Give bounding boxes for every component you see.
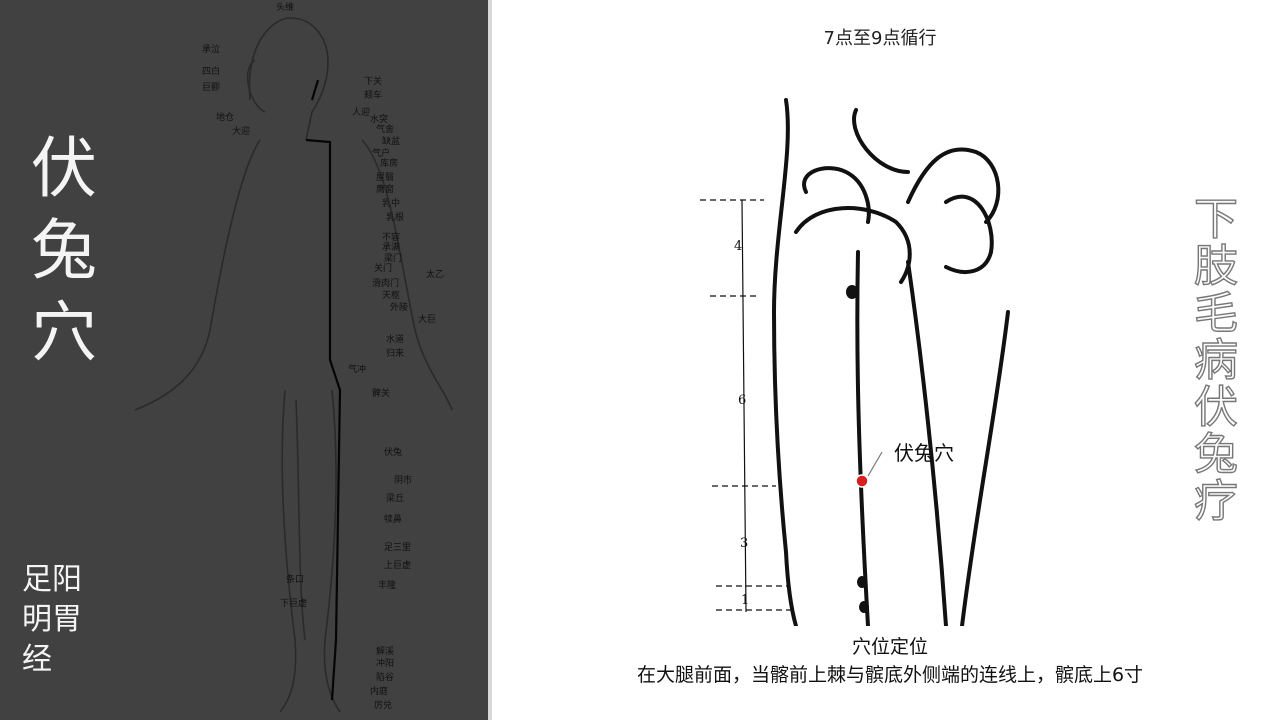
side-title-char: 兔	[1193, 429, 1238, 480]
figure-label: 承满	[382, 242, 400, 253]
figure-label: 头维	[276, 1, 294, 13]
figure-label: 内庭	[370, 685, 388, 697]
right-arm-outline	[361, 139, 453, 411]
bone-landmark	[846, 285, 858, 299]
figure-label: 归来	[386, 347, 404, 359]
figure-label: 水道	[386, 333, 404, 345]
figure-label: 气冲	[348, 363, 366, 375]
figure-label: 下巨虚	[280, 597, 307, 609]
panel-divider	[488, 0, 492, 720]
point-leader-line	[867, 451, 883, 477]
figure-label: 颊车	[364, 89, 382, 101]
meridian-body-figure: 头维 承泣 四白 巨髎 地仓 大迎 下关 颊车 人迎 水突 气舍 缺盆 气户 库…	[134, 1, 453, 713]
figure-label: 丰隆	[378, 579, 396, 591]
left-panel: 伏 兔 穴 足阳 明胃 经 头维 承泣 四白 巨髎 地仓	[0, 0, 490, 720]
face-outline	[246, 59, 266, 113]
ischium	[944, 194, 994, 274]
acupoint-title: 伏 兔 穴	[24, 128, 104, 374]
meridian-line: 足阳	[22, 562, 82, 597]
figure-label: 天枢	[382, 289, 400, 301]
figure-label: 乳中	[382, 197, 400, 209]
leg-bone-diagram: 4 6 3 1 伏兔穴	[700, 98, 1010, 626]
side-title-char: 下	[1193, 194, 1238, 245]
figure-label: 人迎	[352, 106, 370, 118]
bone-landmark	[859, 601, 869, 613]
inner-leg-outline	[295, 399, 306, 641]
figure-label: 气舍	[376, 123, 394, 135]
figure-label: 地仓	[216, 111, 234, 123]
figure-label: 足三里	[384, 542, 411, 553]
figure-label: 梁丘	[386, 492, 404, 504]
figure-label: 滑肉门	[372, 277, 399, 289]
figure-label: 犊鼻	[384, 513, 402, 525]
femoral-head	[802, 166, 871, 224]
side-title-char: 病	[1193, 335, 1238, 386]
figure-label: 冲阳	[376, 657, 394, 669]
title-char: 伏	[31, 130, 97, 207]
side-title-char: 疗	[1193, 476, 1238, 527]
title-char: 兔	[31, 212, 97, 289]
figure-label: 缺盆	[382, 135, 400, 147]
meridian-line	[305, 79, 342, 701]
scale-number: 1	[741, 593, 749, 608]
figure-label: 库房	[380, 157, 398, 169]
right-leg-outline	[323, 389, 341, 713]
side-title-char: 肢	[1193, 241, 1238, 292]
left-leg-outline	[279, 389, 297, 713]
figure-label: 巨髎	[202, 82, 220, 93]
figure-label: 伏兔	[384, 446, 402, 458]
figure-label: 陷谷	[376, 671, 394, 683]
thigh-outline-left	[771, 98, 798, 626]
left-arm-outline	[134, 139, 261, 411]
figure-label: 水突	[370, 113, 388, 125]
side-title-char: 伏	[1193, 382, 1238, 433]
figure-label: 髀关	[372, 387, 390, 399]
greater-trochanter	[794, 206, 912, 284]
scale-number: 4	[734, 239, 742, 254]
scale-number: 6	[738, 393, 746, 408]
figure-label: 乳根	[386, 211, 404, 223]
figure-label: 承泣	[202, 43, 220, 55]
thigh-outline-right	[960, 310, 1010, 626]
figure-label: 梁门	[384, 252, 402, 264]
side-title-char: 毛	[1193, 288, 1238, 339]
figure-label: 气户	[372, 147, 390, 159]
femur-shaft-right	[906, 260, 948, 626]
side-title: 下 肢 毛 病 伏 兔 疗	[1186, 194, 1246, 527]
figure-label: 四白	[202, 65, 220, 77]
scale-axis	[741, 199, 747, 613]
bone-landmark	[857, 576, 867, 588]
figure-label: 不容	[382, 231, 400, 243]
acupoint-label: 伏兔穴	[894, 441, 954, 465]
figure-label: 上巨虚	[384, 559, 411, 571]
acupoint-marker	[855, 474, 869, 488]
figure-label: 太乙	[426, 268, 444, 280]
figure-label: 关门	[374, 262, 392, 274]
scale-number: 3	[740, 536, 748, 551]
figure-label: 外陵	[390, 301, 408, 313]
figure-label: 解溪	[376, 645, 394, 657]
pelvis-upper	[852, 108, 910, 174]
figure-label: 条口	[286, 573, 304, 585]
meridian-line: 经	[22, 642, 52, 677]
head-outline	[248, 17, 329, 141]
caption-title: 穴位定位	[851, 636, 928, 658]
figure-label: 下关	[364, 75, 382, 87]
figure-label: 阴市	[394, 474, 412, 486]
pelvis-outline	[906, 147, 1001, 224]
caption-description: 在大腿前面，当髂前上棘与髌底外侧端的连线上，髌底上6寸	[636, 664, 1144, 686]
time-label: 7点至9点循行	[823, 28, 937, 49]
figure-label: 大巨	[418, 313, 436, 325]
title-char: 穴	[31, 294, 97, 371]
figure-label: 膺窗	[376, 183, 394, 195]
meridian-title: 足阳 明胃 经	[22, 560, 102, 680]
meridian-line: 明胃	[22, 602, 82, 637]
femur-shaft-left	[855, 250, 870, 626]
figure-label: 厉兑	[374, 699, 392, 711]
figure-label: 大迎	[232, 125, 250, 137]
figure-label: 屋翳	[376, 172, 394, 183]
